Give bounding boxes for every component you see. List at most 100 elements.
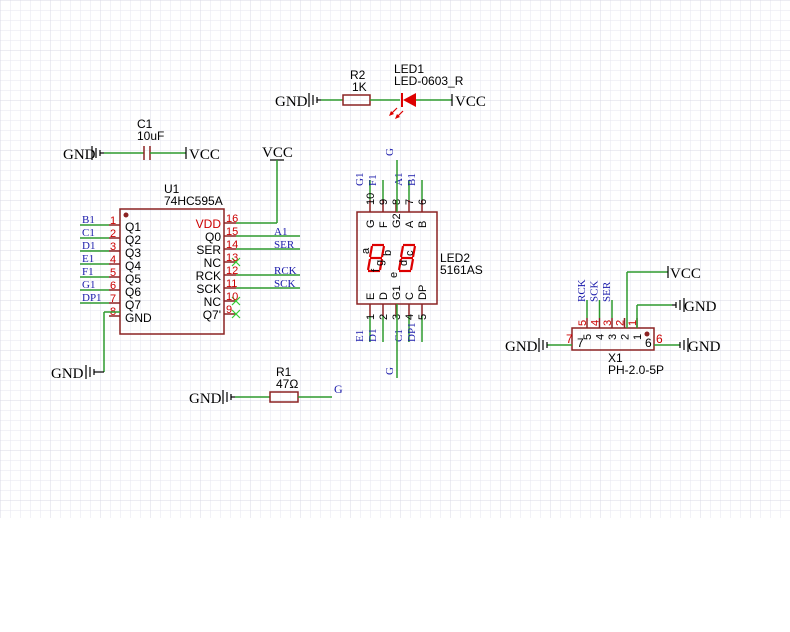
x1-net-label: SER (601, 281, 613, 302)
led2-top-pins: 10G9F8G27A6BG1F1A1B1 (354, 173, 429, 228)
led2-top-pin-name: G (365, 219, 377, 228)
u1-net-label: B1 (82, 214, 95, 226)
x1-side-left-num-inner: 7 (577, 336, 584, 350)
led2-top-net-label: F1 (367, 174, 379, 186)
u1-pin-name: SER (196, 243, 221, 257)
resistor-r2[interactable]: R2 1K (321, 68, 400, 106)
gnd-symbol-x1-left: GND (505, 338, 548, 355)
vcc-symbol-led1: VCC (451, 94, 486, 110)
vcc-label: VCC (189, 147, 220, 163)
r1-value: 47Ω (276, 377, 298, 391)
vcc-label: VCC (670, 266, 701, 282)
led2-bottom-net: G (384, 367, 396, 375)
u1-net-label: F1 (82, 266, 94, 278)
x1-pin-number: 5 (577, 320, 589, 326)
u1-net-label: G1 (82, 279, 95, 291)
led2-bottom-net-label: DP1 (406, 322, 418, 342)
vcc-label: VCC (262, 145, 293, 161)
no-connect-mark (231, 309, 241, 319)
led2-bottom-pin-number: 4 (404, 314, 416, 320)
u1-pin-name: NC (204, 256, 222, 270)
resistor-r1[interactable]: R1 47Ω G (235, 365, 343, 403)
c1-ref: C1 (137, 117, 153, 131)
x1-side-right-num-inner: 6 (645, 336, 652, 350)
gnd-symbol-x1-top: GND (672, 298, 717, 315)
u1-part: 74HC595A (164, 194, 223, 208)
x1-net-label: SCK (589, 281, 601, 302)
r2-value: 1K (352, 80, 367, 94)
x1-side-left-num: 7 (566, 332, 573, 346)
u1-net-label: C1 (82, 227, 95, 239)
x1-ref: X1 (608, 351, 623, 365)
u1-net-label: DP1 (82, 292, 102, 304)
u1-pin-number: 1 (110, 215, 116, 227)
u1-pin-number: 3 (110, 241, 116, 253)
gnd-symbol-x1-right: GND (679, 338, 721, 355)
u1-net-label: SER (274, 239, 295, 251)
c1-value: 10uF (137, 129, 164, 143)
gnd-label: GND (275, 94, 308, 110)
u1-pin-name: Q1 (125, 220, 141, 234)
gnd-label: GND (684, 299, 717, 315)
x1-pin-number-inner: 2 (620, 334, 632, 340)
no-connect-mark (231, 296, 241, 306)
gnd-label: GND (505, 339, 538, 355)
x1-pin-number: 2 (615, 320, 627, 326)
x1-pin-number-inner: 3 (607, 334, 619, 340)
segment-label-b: b (382, 250, 394, 256)
led-led1[interactable]: LED1 LED-0603_R (389, 62, 464, 119)
led2-ref: LED2 (440, 251, 470, 265)
gnd-label: GND (189, 391, 222, 407)
led2-top-pin-number: 9 (378, 199, 390, 205)
led2-top-pin-name: B (417, 221, 429, 228)
u1-net-label: E1 (82, 253, 94, 265)
segment-label-a: a (360, 247, 372, 254)
u1-net-label: A1 (274, 226, 287, 238)
vcc-symbol-c1: VCC (185, 147, 220, 163)
x1-part: PH-2.0-5P (608, 363, 664, 377)
u1-pin-name: Q7' (203, 308, 221, 322)
u1-pin-number: 16 (226, 213, 238, 225)
x1-side-right-num: 6 (656, 332, 663, 346)
display-led2[interactable]: LED2 5161AS 10G9F8G27A6BG1F1A1B1 1E2D3G1… (354, 148, 483, 378)
u1-pin-number: 5 (110, 267, 116, 279)
u1-ref: U1 (164, 182, 180, 196)
segment-label-f: f (370, 268, 382, 272)
segment-label-c: c (404, 250, 416, 256)
gnd-label: GND (51, 366, 84, 382)
led2-top-net: G (384, 148, 396, 156)
u1-net-label: SCK (274, 278, 295, 290)
x1-net-label: RCK (576, 279, 588, 302)
led2-top-pin-number: 10 (365, 193, 377, 205)
capacitor-c1[interactable]: C1 10uF (104, 117, 186, 160)
gnd-label: GND (688, 339, 721, 355)
no-connect-mark (231, 257, 241, 267)
led2-bottom-pins: 1E2D3G14C5DPE1D1C1DP1 (354, 285, 429, 342)
u1-pin-number: 11 (226, 278, 237, 290)
vcc-symbol-x1: VCC (667, 266, 701, 282)
led2-bottom-pin-name: C (404, 292, 416, 300)
u1-pin-name: RCK (196, 269, 221, 283)
led2-bottom-pin-name: E (365, 293, 377, 300)
led1-ref: LED1 (394, 62, 424, 76)
gnd-symbol-c1: GND (63, 146, 104, 163)
led2-top-net-label: G1 (354, 173, 366, 186)
led2-top-pin-number: 6 (417, 199, 429, 205)
led2-bottom-net-label: E1 (354, 330, 366, 342)
gnd-symbol-r2: GND (275, 93, 321, 110)
x1-pin-number-inner: 1 (632, 334, 644, 340)
u1-pin-number: 15 (226, 226, 238, 238)
led2-top-pin-name: G2 (391, 213, 403, 228)
u1-pin-name: VDD (196, 217, 222, 231)
seven-segment-graphic (366, 243, 417, 273)
gnd-label: GND (63, 147, 96, 163)
u1-pin-number: 10 (226, 291, 238, 303)
led2-bottom-pin-name: G1 (391, 285, 403, 300)
u1-pin-number: 6 (110, 280, 116, 292)
x1-pin-number: 3 (602, 320, 614, 326)
